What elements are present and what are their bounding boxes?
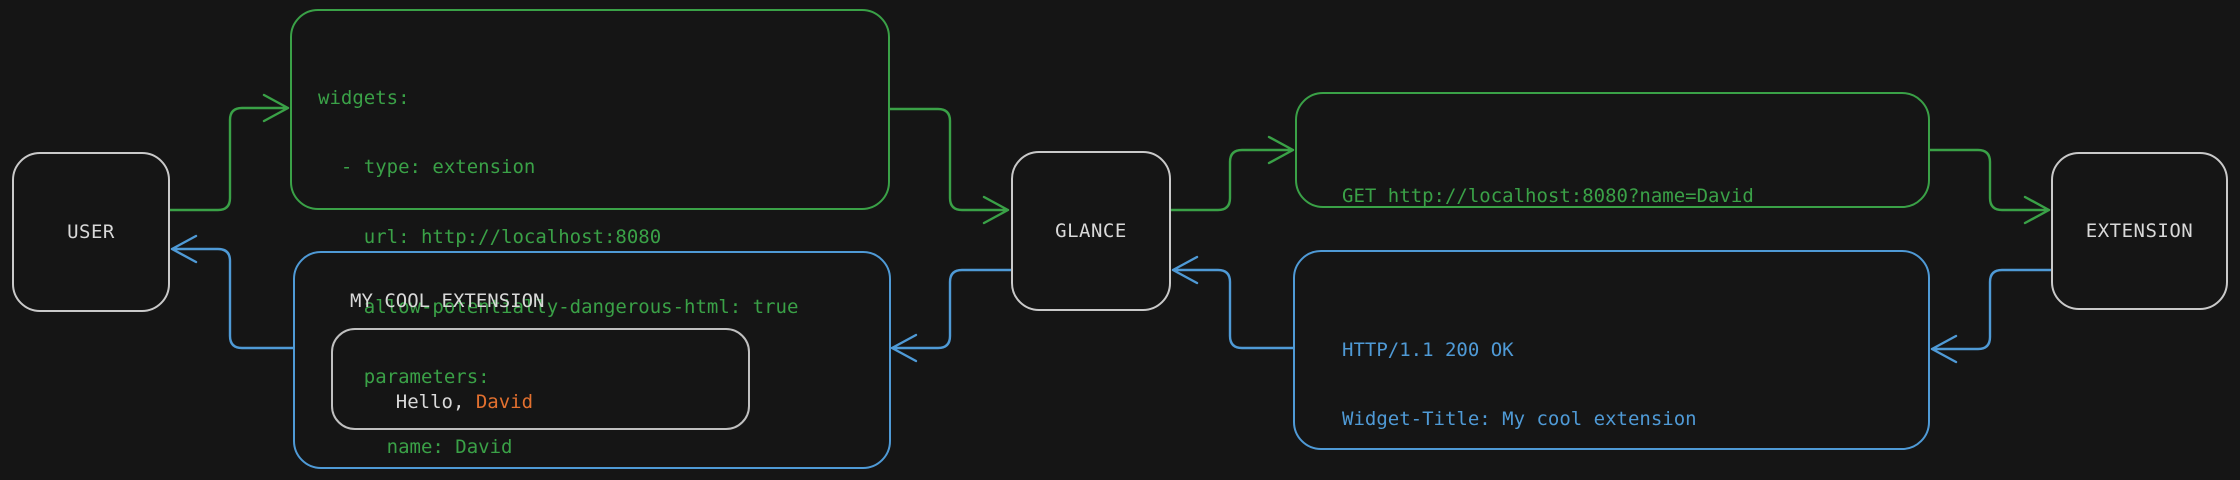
rendered-widget-box [293, 251, 891, 469]
config-line: widgets: [318, 86, 410, 109]
request-flow-arrows [168, 93, 2051, 225]
user-node-label: USER [67, 221, 115, 243]
arrow-glance-to-widget [890, 268, 1013, 363]
arrow-config-to-glance [888, 107, 1010, 225]
config-yaml-box [290, 9, 890, 210]
extension-node-label: EXTENSION [2085, 220, 2194, 242]
http-request-box [1295, 92, 1930, 208]
widget-greeting: Hello, David [350, 368, 533, 438]
config-line: name: David [318, 436, 513, 459]
arrow-extension-to-response [1930, 268, 2053, 364]
arrow-response-to-glance [1171, 255, 1295, 350]
http-request-text: GET http://localhost:8080?name=David [1342, 138, 1754, 254]
glance-node-label: GLANCE [1055, 220, 1127, 242]
extension-node: EXTENSION [2051, 152, 2228, 310]
greeting-name: David [475, 391, 534, 414]
request-line: GET http://localhost:8080?name=David [1342, 184, 1754, 207]
widget-content-frame [331, 328, 750, 430]
greeting-prefix: Hello, [395, 391, 476, 414]
glance-node: GLANCE [1011, 151, 1171, 311]
arrow-request-to-extension [1928, 148, 2051, 225]
arrow-user-to-config [168, 93, 290, 212]
config-yaml-text: widgets: - type: extension url: http://l… [318, 40, 798, 480]
response-line: Widget-Content-Type: html [1342, 478, 1880, 480]
response-line: HTTP/1.1 200 OK [1342, 338, 1514, 361]
arrow-glance-to-request [1169, 135, 1295, 212]
http-response-text: HTTP/1.1 200 OK Widget-Title: My cool ex… [1342, 292, 1880, 480]
config-line: url: http://localhost:8080 [318, 226, 662, 249]
response-flow-arrows [170, 234, 2053, 364]
arrow-widget-to-user [170, 234, 295, 350]
response-line: Widget-Title: My cool extension [1342, 408, 1697, 431]
config-line: allow-potentially-dangerous-html: true [318, 296, 799, 319]
user-node: USER [12, 152, 170, 312]
widget-title: MY COOL EXTENSION [350, 290, 545, 312]
config-line: - type: extension [318, 156, 536, 179]
http-response-box [1293, 250, 1930, 450]
config-line: parameters: [318, 366, 490, 389]
